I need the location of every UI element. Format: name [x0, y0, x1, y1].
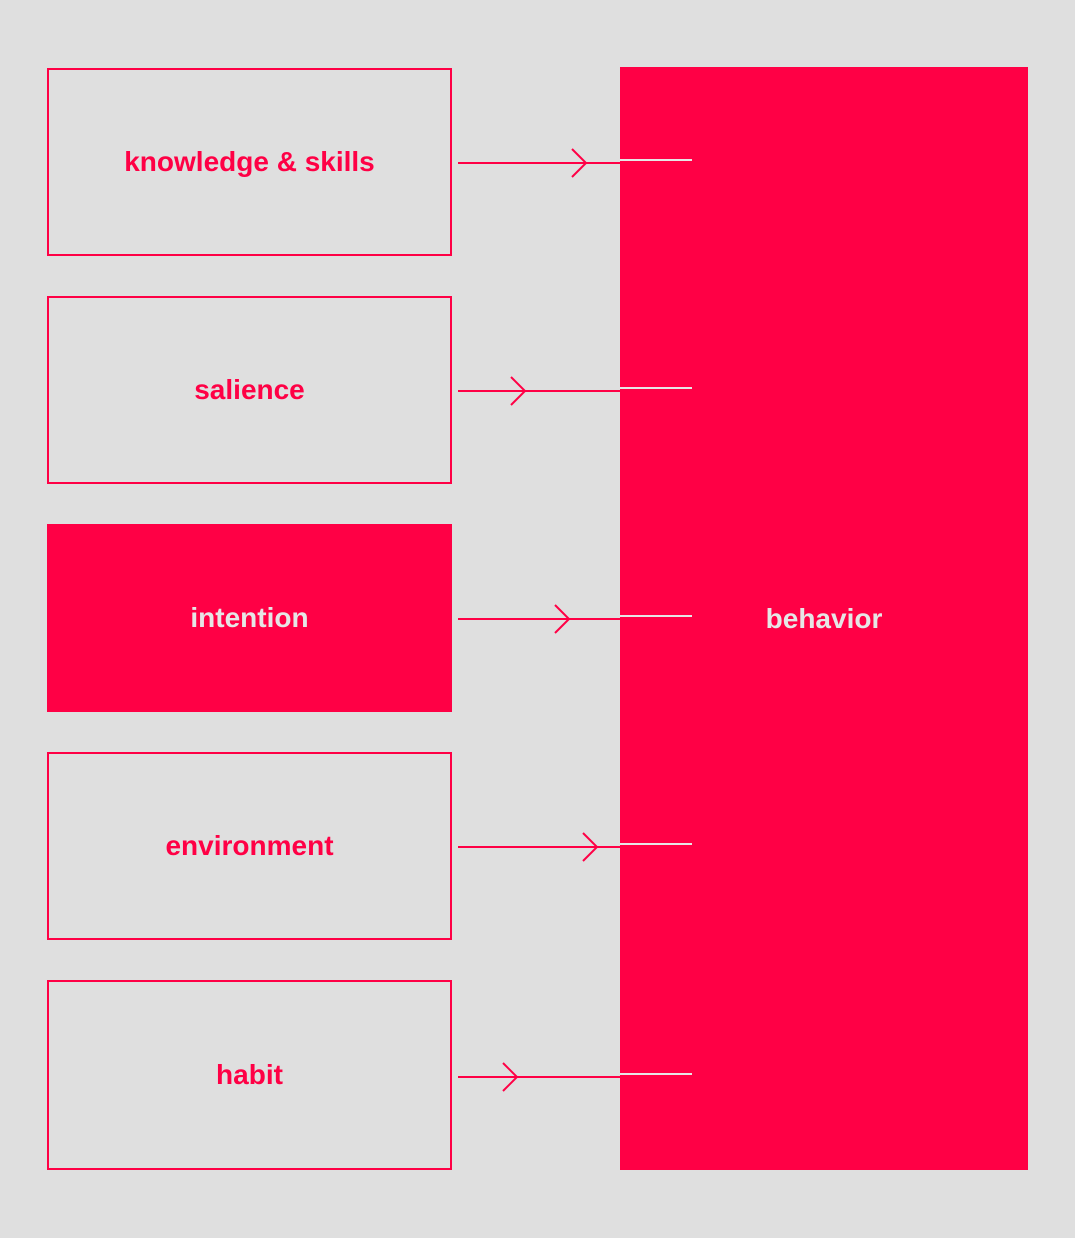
input-label: salience	[194, 374, 305, 405]
arrow-salience	[458, 376, 692, 406]
input-label: intention	[190, 602, 309, 633]
input-label: knowledge & skills	[124, 146, 375, 177]
input-label: habit	[216, 1059, 283, 1090]
arrow-environment	[458, 832, 692, 862]
input-box-intention: intention	[47, 524, 452, 712]
output-box-behavior: behavior	[620, 67, 1028, 1170]
arrow-intention	[458, 604, 692, 634]
input-box-environment: environment	[47, 752, 452, 940]
arrow-habit	[458, 1062, 692, 1092]
output-label: behavior	[765, 602, 883, 634]
input-box-salience: salience	[47, 296, 452, 484]
input-box-habit: habit	[47, 980, 452, 1170]
input-box-knowledge-skills: knowledge & skills	[47, 68, 452, 256]
arrow-knowledge-skills	[458, 148, 692, 178]
input-label: environment	[165, 830, 334, 861]
